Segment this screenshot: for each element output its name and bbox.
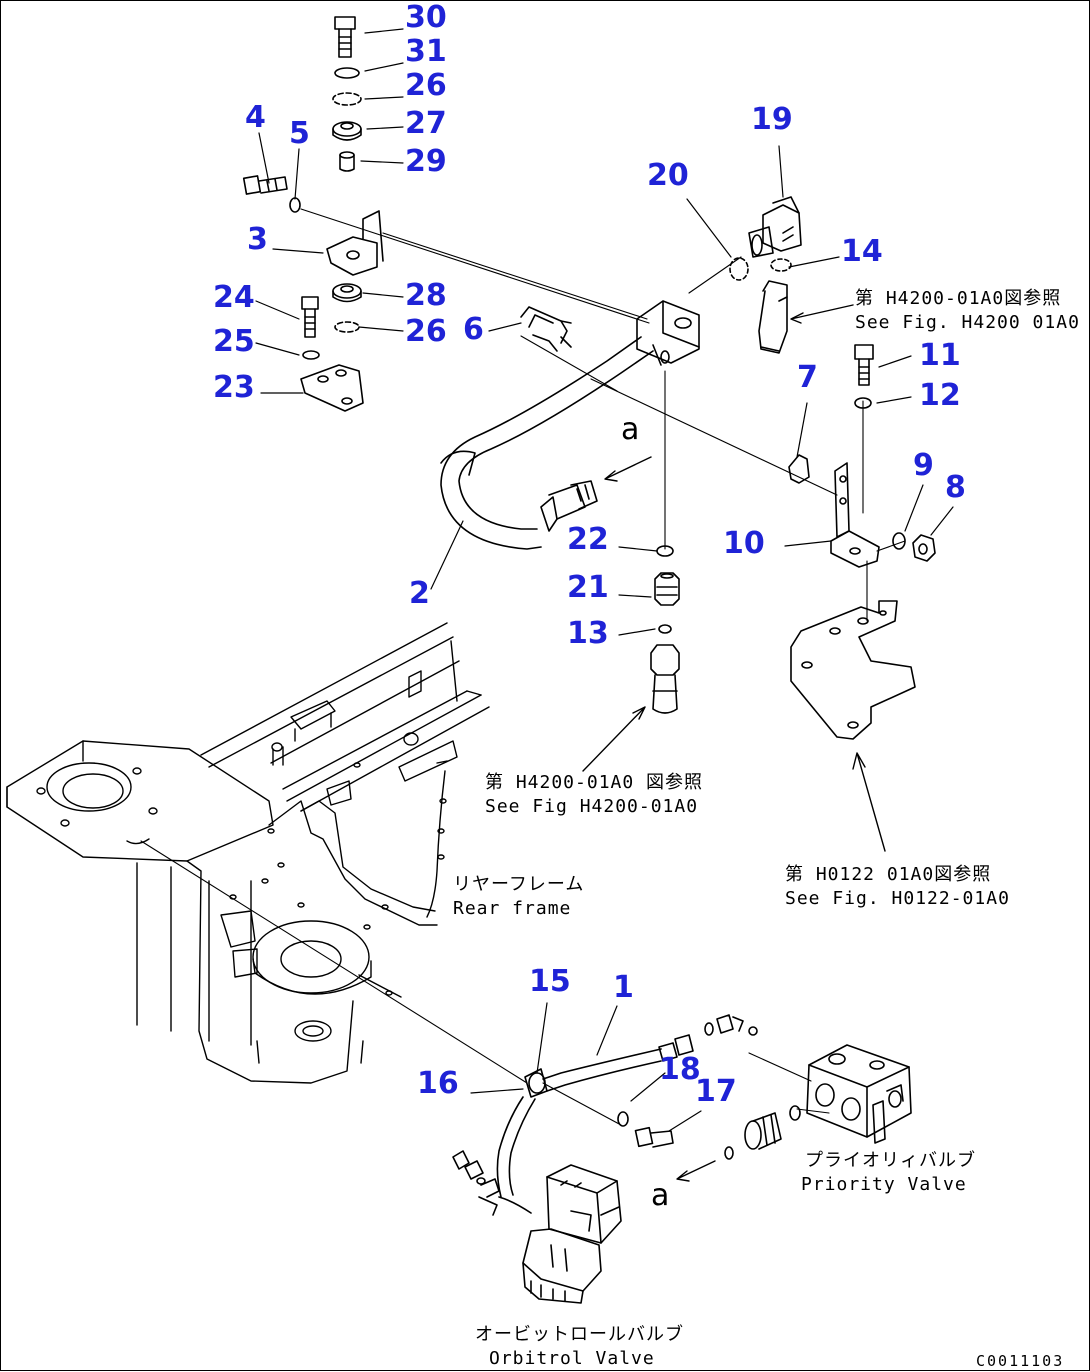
priority-valve	[806, 1044, 912, 1144]
ref-h0122-jp: 第 H0122 01A0図参照	[785, 864, 992, 885]
callout-1[interactable]: 1	[613, 970, 634, 1005]
bolt-24	[301, 296, 319, 338]
ref-h4200-center-jp: 第 H4200-01A0 図参照	[485, 772, 704, 793]
callout-23[interactable]: 23	[213, 370, 255, 405]
o-ring-14	[770, 258, 792, 272]
callout-27[interactable]: 27	[405, 106, 447, 141]
callout-26-upper[interactable]: 26	[405, 68, 447, 103]
adapter-block	[636, 300, 700, 366]
washer-9	[892, 532, 906, 550]
o-ring-20	[729, 257, 749, 281]
label-rear-frame-jp: リヤーフレーム	[453, 874, 585, 895]
collar-29	[339, 151, 355, 172]
callout-3[interactable]: 3	[247, 222, 268, 257]
leader-lines	[255, 28, 954, 1132]
view-arrow-upper	[604, 456, 652, 482]
hose-2	[440, 336, 654, 550]
hose-end-right	[758, 280, 788, 354]
assembly-lines	[140, 208, 906, 1126]
bracket-23	[300, 364, 364, 412]
clamp-7	[788, 454, 810, 484]
callout-2[interactable]: 2	[409, 576, 430, 611]
cushion-28	[332, 283, 362, 303]
tube-6	[520, 306, 572, 352]
callout-26-lower[interactable]: 26	[405, 314, 447, 349]
hose-1	[496, 1014, 758, 1198]
washer-5	[289, 197, 301, 213]
callout-30[interactable]: 30	[405, 0, 447, 35]
callout-9[interactable]: 9	[913, 448, 934, 483]
washer-25	[302, 350, 320, 360]
o-ring-22	[656, 545, 674, 557]
label-priority-valve-jp: プライオリィバルブ	[805, 1150, 976, 1171]
callout-6[interactable]: 6	[463, 312, 484, 347]
label-orbitrol-valve-jp: オービットロールバルブ	[475, 1324, 684, 1345]
hose-end-center	[650, 644, 680, 714]
callout-20[interactable]: 20	[647, 158, 689, 193]
label-priority-valve-en: Priority Valve	[801, 1174, 967, 1195]
washer-18	[617, 1111, 629, 1127]
callout-16[interactable]: 16	[417, 1066, 459, 1101]
callout-31[interactable]: 31	[405, 34, 447, 69]
fitting-21	[654, 572, 680, 606]
rear-frame	[6, 622, 490, 1084]
elbow-fitting-19	[748, 196, 802, 258]
callout-11[interactable]: 11	[919, 338, 961, 373]
ref-h4200-center-en: See Fig H4200-01A0	[485, 796, 699, 817]
o-ring-priority	[789, 1105, 801, 1121]
washer-26-upper	[332, 92, 362, 106]
callout-13[interactable]: 13	[567, 616, 609, 651]
view-arrow-lower	[676, 1160, 716, 1182]
clamp-15	[524, 1068, 548, 1098]
view-mark-lower: a	[651, 1178, 670, 1213]
bolt-17	[634, 1126, 674, 1148]
label-orbitrol-valve-en: Orbitrol Valve	[489, 1348, 655, 1369]
bolt-30	[334, 16, 356, 58]
callout-15[interactable]: 15	[529, 964, 571, 999]
washer-26-lower	[334, 321, 360, 333]
ref-h4200-right-jp: 第 H4200-01A0図参照	[855, 288, 1062, 309]
label-rear-frame-en: Rear frame	[453, 898, 572, 919]
callout-22[interactable]: 22	[567, 522, 609, 557]
ref-h0122-en: See Fig. H0122-01A0	[785, 888, 1010, 909]
callout-19[interactable]: 19	[751, 102, 793, 137]
orbitrol-valve	[522, 1164, 622, 1304]
drawing-code: C0011103	[976, 1352, 1065, 1370]
callout-17[interactable]: 17	[695, 1074, 737, 1109]
arrow-h4200-center	[582, 706, 646, 772]
orbitrol-fittings	[452, 1150, 532, 1216]
callout-28[interactable]: 28	[405, 278, 447, 313]
cushion-27	[332, 121, 362, 141]
view-mark-upper: a	[621, 412, 640, 447]
callout-29[interactable]: 29	[405, 144, 447, 179]
base-plate	[790, 600, 916, 740]
callout-5[interactable]: 5	[289, 116, 310, 151]
o-ring-view-a	[724, 1146, 734, 1160]
arrow-h4200-right	[790, 304, 854, 324]
callout-14[interactable]: 14	[841, 234, 883, 269]
callout-8[interactable]: 8	[945, 470, 966, 505]
callout-4[interactable]: 4	[245, 100, 266, 135]
washer-12	[854, 397, 872, 409]
callout-12[interactable]: 12	[919, 378, 961, 413]
bolt-11	[854, 344, 874, 386]
fitting-priority-inlet	[744, 1112, 782, 1150]
callout-18[interactable]: 18	[659, 1052, 701, 1087]
callout-25[interactable]: 25	[213, 324, 255, 359]
ref-h4200-right-en: See Fig. H4200 01A0	[855, 312, 1080, 333]
callout-10[interactable]: 10	[723, 526, 765, 561]
nut-8	[912, 534, 936, 562]
callout-21[interactable]: 21	[567, 570, 609, 605]
callout-24[interactable]: 24	[213, 280, 255, 315]
arrow-h0122	[852, 752, 886, 852]
bracket-10	[830, 462, 880, 568]
o-ring-13	[658, 624, 672, 634]
bolt-4	[242, 175, 288, 195]
washer-31	[334, 67, 360, 79]
callout-7[interactable]: 7	[797, 360, 818, 395]
